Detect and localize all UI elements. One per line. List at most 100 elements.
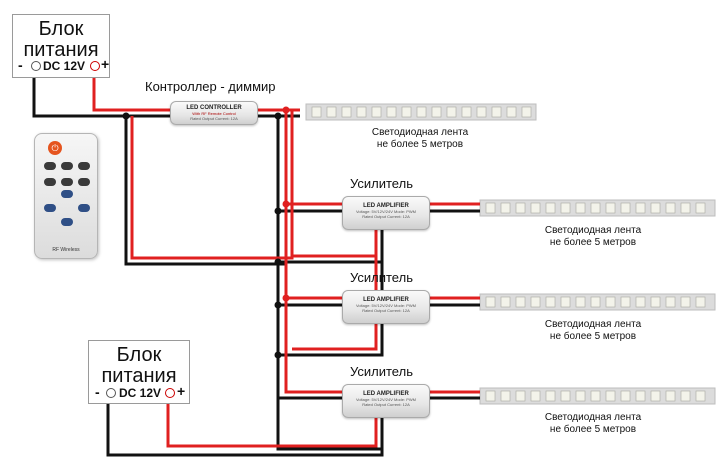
- remote-button: [44, 162, 56, 170]
- led-chip: [311, 106, 322, 118]
- negative-wire: [106, 393, 384, 457]
- led-chip: [605, 296, 616, 308]
- led-chip: [680, 296, 691, 308]
- led-chip: [500, 390, 511, 402]
- led-chip: [560, 390, 571, 402]
- strip-label-line2: не более 5 метров: [376, 139, 464, 150]
- led-chip: [620, 296, 631, 308]
- led-chip: [665, 296, 676, 308]
- minus-terminal-label: -: [18, 57, 23, 73]
- psu-title-line1: Блок: [38, 18, 84, 40]
- remote-button: [61, 218, 73, 226]
- amplifier-text: LED AMPLIFIER: [363, 391, 409, 397]
- led-chip: [620, 202, 631, 214]
- voltage-label: DC 12V: [119, 386, 162, 400]
- remote-brand-label: RF Wireless: [52, 247, 80, 253]
- led-chip: [401, 106, 412, 118]
- led-chip: [416, 106, 427, 118]
- led-chip: [665, 202, 676, 214]
- led-amplifier: LED AMPLIFIER Voltage: 5V/12V/24V Mode: …: [342, 384, 430, 418]
- led-chip: [665, 390, 676, 402]
- led-chip: [650, 202, 661, 214]
- led-chip: [680, 390, 691, 402]
- led-controller: LED CONTROLLER With RF Remote Control Ra…: [170, 101, 258, 125]
- strip-label: Светодиодная лента не более 5 метров: [523, 412, 663, 436]
- strip-label: Светодиодная лента не более 5 метров: [350, 127, 490, 151]
- led-chip: [575, 296, 586, 308]
- wire-junction: [274, 301, 282, 309]
- led-chip: [620, 390, 631, 402]
- led-chip: [635, 390, 646, 402]
- wire-junction: [122, 112, 130, 120]
- led-chip: [491, 106, 502, 118]
- led-chip: [530, 390, 541, 402]
- strip-label-line1: Светодиодная лента: [544, 412, 642, 423]
- remote-button: [61, 162, 73, 170]
- minus-terminal-label: -: [95, 384, 100, 400]
- psu-title-line2: питания: [101, 365, 177, 387]
- led-chip: [530, 296, 541, 308]
- strip-label-line1: Светодиодная лента: [544, 225, 642, 236]
- strip-label-line2: не более 5 метров: [549, 424, 637, 435]
- led-chip: [560, 296, 571, 308]
- led-chip: [575, 390, 586, 402]
- rf-remote-control: ⏻ RF Wireless: [34, 133, 98, 259]
- strip-label-line2: не более 5 метров: [549, 237, 637, 248]
- led-chip: [545, 390, 556, 402]
- strip-label-line2: не более 5 метров: [549, 331, 637, 342]
- amplifier-subtext: Voltage: 5V/12V/24V Mode: PWM: [355, 209, 417, 214]
- led-chip: [695, 296, 706, 308]
- led-chip: [530, 202, 541, 214]
- led-chip: [605, 390, 616, 402]
- led-chip: [461, 106, 472, 118]
- wire-junction: [274, 207, 282, 215]
- amplifier-subtext: Rated Output Current: 12A: [362, 214, 410, 219]
- psu-title-line1: Блок: [116, 344, 162, 366]
- positive-wire: [130, 110, 294, 260]
- controller-caption: Контроллер - диммир: [145, 79, 276, 94]
- led-chip: [485, 202, 496, 214]
- amplifier-subtext: Voltage: 5V/12V/24V Mode: PWM: [355, 397, 417, 402]
- remote-button: [44, 204, 56, 212]
- amplifier-text: LED AMPLIFIER: [363, 203, 409, 209]
- power-supply-bottom: Блок питания - DC 12V +: [88, 340, 190, 404]
- led-strips: [305, 103, 716, 405]
- amplifier-subtext: Rated Output Current: 12A: [362, 308, 410, 313]
- led-chip: [635, 202, 646, 214]
- led-chip: [650, 390, 661, 402]
- led-chip: [326, 106, 337, 118]
- led-chip: [650, 296, 661, 308]
- led-chip: [560, 202, 571, 214]
- led-chip: [590, 202, 601, 214]
- remote-button: [78, 204, 90, 212]
- led-chip: [575, 202, 586, 214]
- led-chip: [605, 202, 616, 214]
- led-chip: [545, 296, 556, 308]
- amplifier-caption: Усилитель: [350, 176, 413, 191]
- power-button-icon: ⏻: [48, 141, 62, 155]
- wire-junction: [282, 200, 290, 208]
- led-chip: [695, 202, 706, 214]
- led-chip: [431, 106, 442, 118]
- amplifier-text: LED AMPLIFIER: [363, 297, 409, 303]
- led-chip: [680, 202, 691, 214]
- led-chip: [341, 106, 352, 118]
- led-chip: [485, 296, 496, 308]
- strip-label: Светодиодная лента не более 5 метров: [523, 319, 663, 343]
- negative-wire: [124, 116, 288, 266]
- strip-label-line1: Светодиодная лента: [371, 127, 469, 138]
- led-chip: [515, 390, 526, 402]
- positive-terminal-icon: [90, 61, 100, 71]
- voltage-label: DC 12V: [43, 59, 86, 73]
- led-chip: [371, 106, 382, 118]
- led-chip: [515, 202, 526, 214]
- remote-button: [44, 178, 56, 186]
- strip-label: Светодиодная лента не более 5 метров: [523, 225, 663, 249]
- led-chip: [500, 296, 511, 308]
- positive-wire: [92, 68, 170, 112]
- amplifier-caption: Усилитель: [350, 270, 413, 285]
- led-chip: [506, 106, 517, 118]
- led-chip: [485, 390, 496, 402]
- controller-subtext: Rated Output Current: 12A: [190, 116, 238, 121]
